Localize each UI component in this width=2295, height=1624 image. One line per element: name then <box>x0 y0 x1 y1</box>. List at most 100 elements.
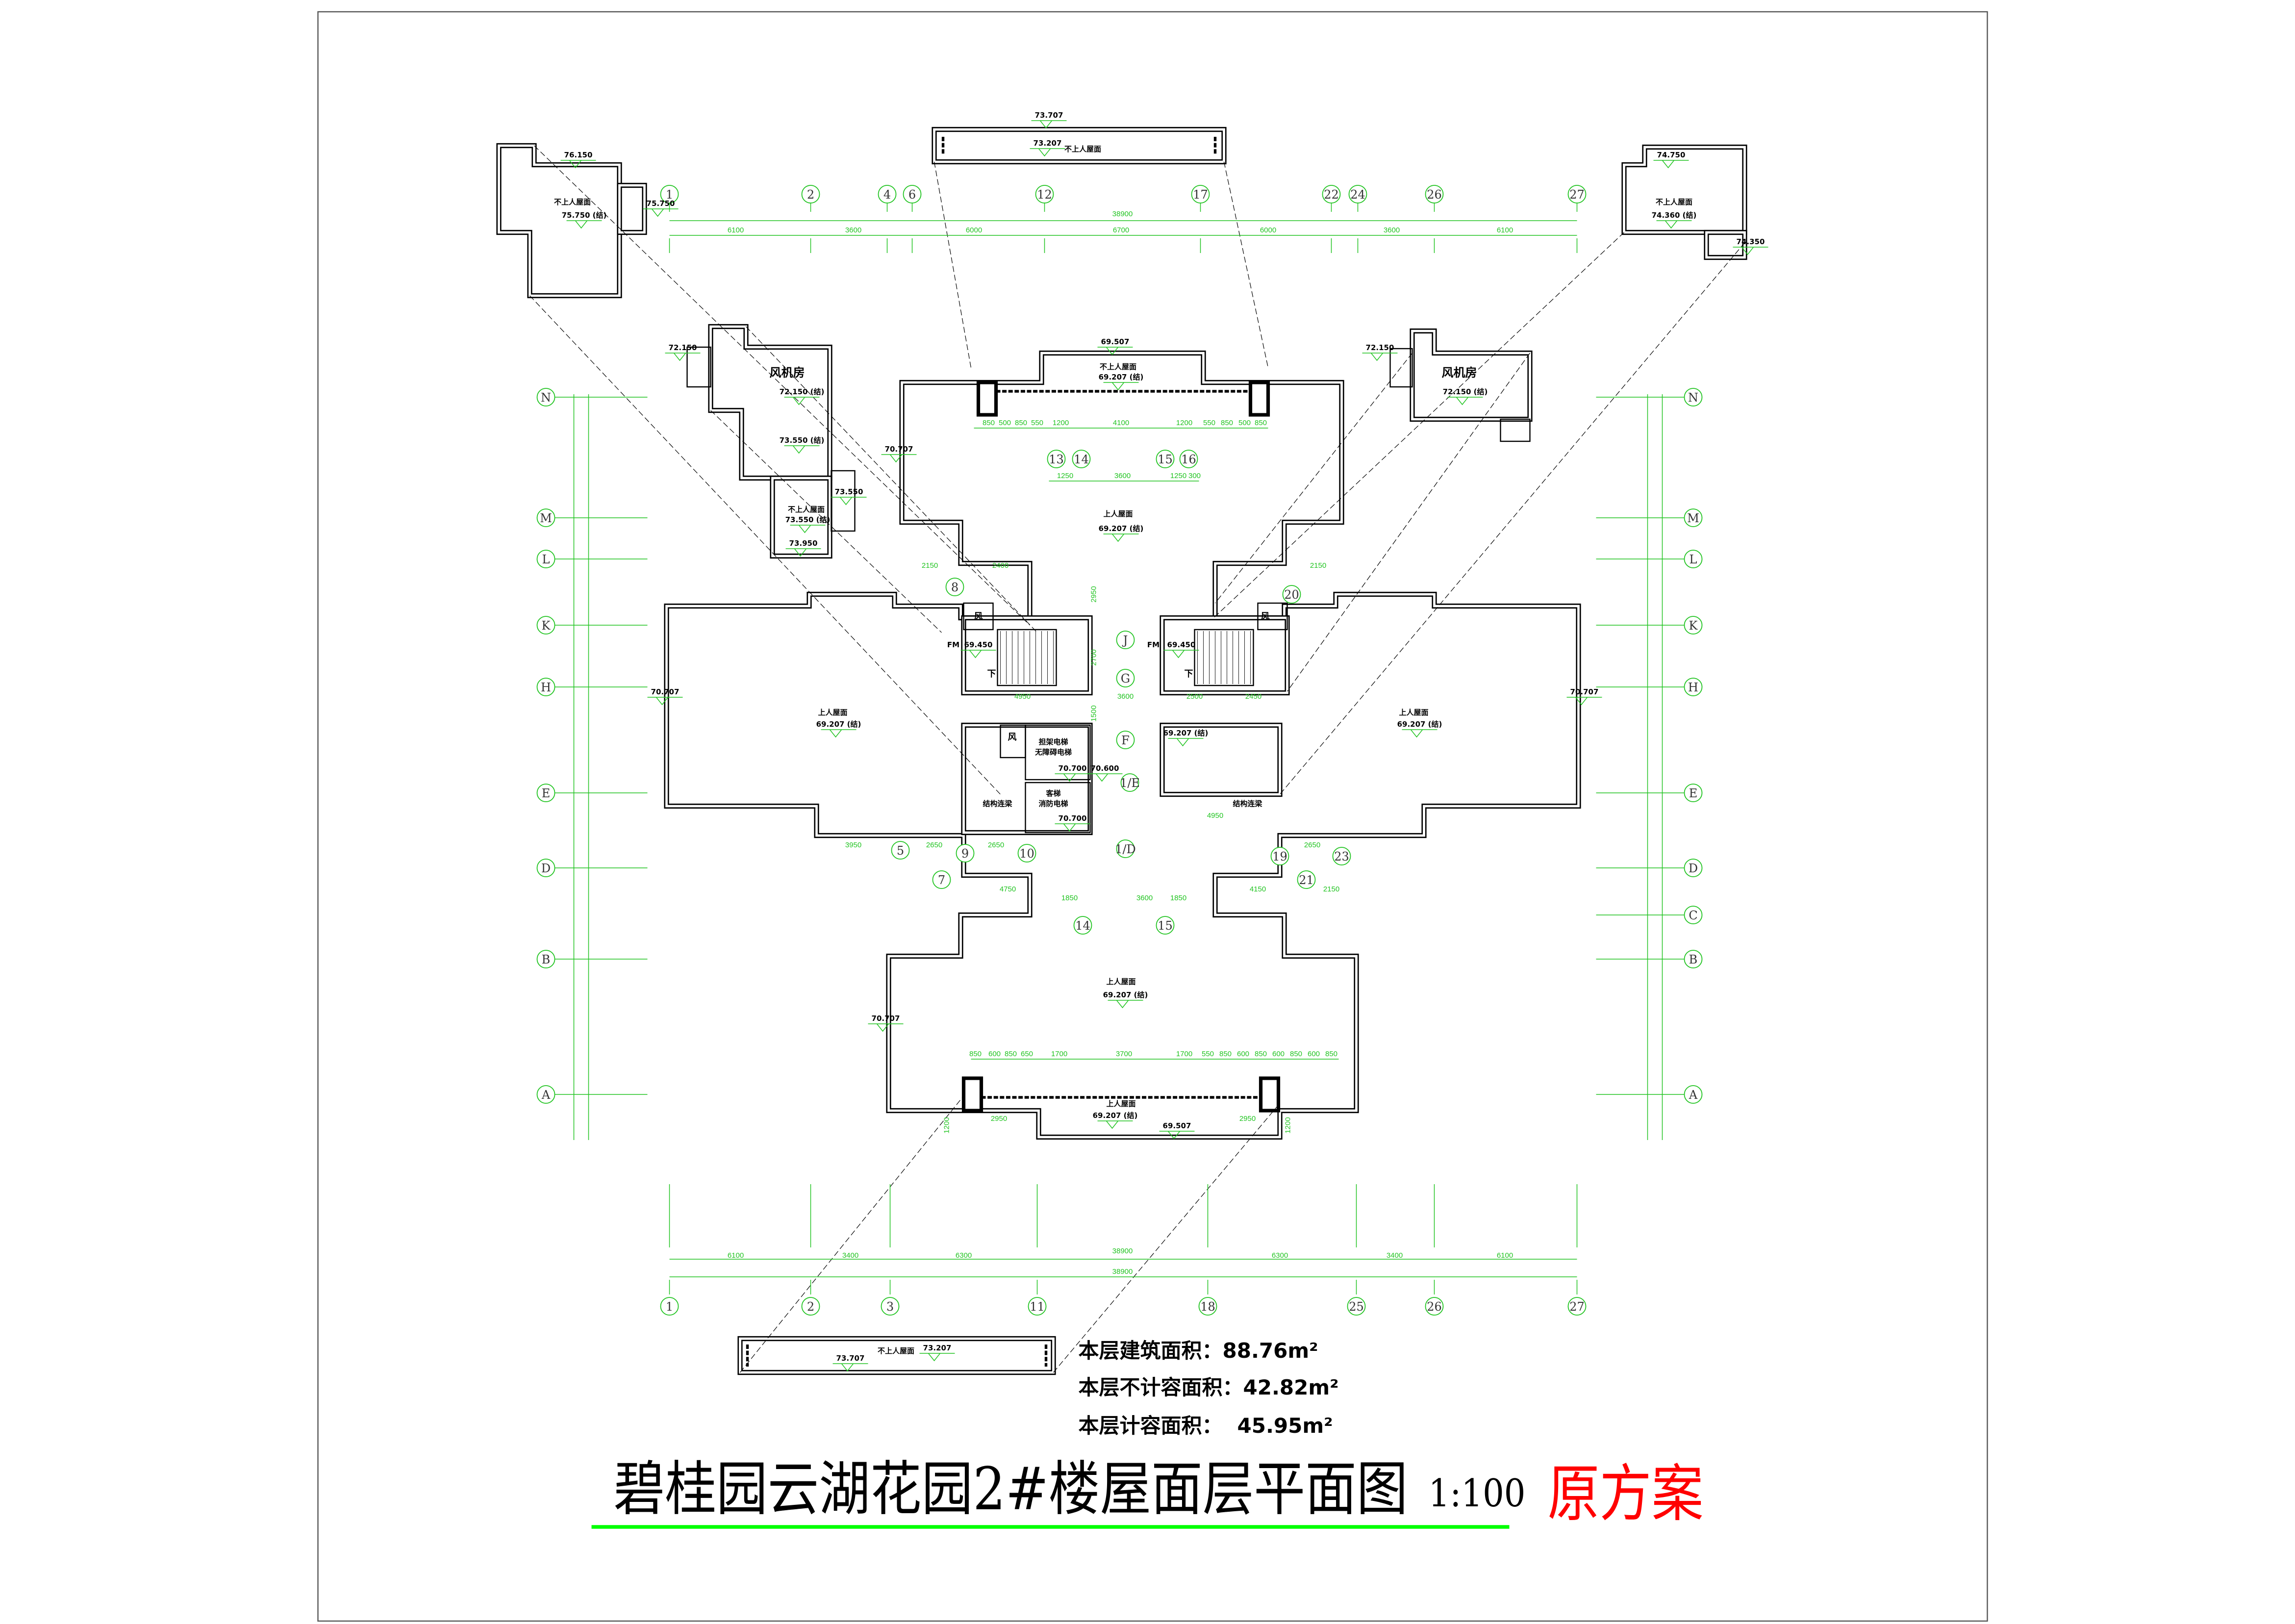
axis-top: 27 <box>1569 188 1585 202</box>
area-counted: 本层计容面积：45.95m² <box>1079 1414 1333 1438</box>
projection-line <box>710 410 942 633</box>
elevation-marker-icon <box>1108 1000 1143 1009</box>
dim-misc: 2500 <box>1186 692 1203 701</box>
dim-upper-axis: 1250 <box>1057 472 1073 480</box>
room-label: 风机房 <box>770 366 805 380</box>
axis-left-circle <box>536 859 555 877</box>
axis-bottom: 2 <box>807 1300 814 1314</box>
axis-left: L <box>542 553 550 566</box>
room-label: 风机房 <box>1442 366 1477 380</box>
dim-top-segment: 6700 <box>1113 226 1129 234</box>
axis-inner: 19 <box>1272 850 1287 863</box>
dim-top-segment: 6100 <box>1497 226 1513 234</box>
wall-outlines <box>496 127 1747 1375</box>
axis-inner: F <box>1121 734 1130 747</box>
axis-bottom: 11 <box>1030 1300 1045 1314</box>
axis-bottom-circle <box>1425 1297 1444 1316</box>
axis-top-circle <box>801 185 820 203</box>
axis-inner-circle <box>1332 847 1351 865</box>
projection-line <box>933 161 972 368</box>
axis-left-circle <box>536 388 555 406</box>
room-label: 下 <box>987 669 996 679</box>
dim-top-total: 38900 <box>1112 210 1133 218</box>
projection-line <box>1223 161 1269 368</box>
axis-inner: 21 <box>1299 873 1314 887</box>
dim-top-segment: 3600 <box>845 226 861 234</box>
axis-inner: 20 <box>1284 588 1299 602</box>
elevation-label: 69.450 <box>1167 640 1196 649</box>
dim-upper-core: 1200 <box>1176 419 1192 427</box>
room-label: 担架电梯 <box>1038 737 1068 746</box>
projection-line <box>1287 353 1530 692</box>
parapet-pier <box>1248 381 1270 417</box>
elevation-label: 69.207 (结) <box>1163 729 1209 737</box>
dim-lower-core: 600 <box>988 1050 1001 1058</box>
dim-misc: 3600 <box>1117 692 1134 701</box>
dim-bottom-segment: 6300 <box>956 1251 972 1260</box>
dim-upper-core: 850 <box>1255 419 1267 427</box>
dim-misc: 2950 <box>1090 586 1098 602</box>
elevation-label: 70.707 <box>651 687 680 696</box>
dim-bottom-segment: 6100 <box>728 1251 744 1260</box>
elevation-marker-icon <box>1163 650 1199 659</box>
axis-inner: 14 <box>1074 453 1089 466</box>
elevation-label: 69.207 (结) <box>1397 720 1442 729</box>
axis-inner-circle <box>1073 916 1092 935</box>
axis-inner-circle <box>945 578 964 596</box>
dim-misc: 1500 <box>1090 705 1098 721</box>
dim-upper-core: 850 <box>1015 419 1027 427</box>
axis-inner: J <box>1122 634 1128 647</box>
axis-right: B <box>1689 953 1698 966</box>
axis-bottom: 18 <box>1200 1300 1215 1314</box>
axis-inner: 5 <box>897 844 904 858</box>
scheme-stamp: 原方案 <box>1548 1458 1704 1530</box>
axis-top: 22 <box>1324 188 1339 202</box>
axis-left-circle <box>536 950 555 968</box>
elevation-label: 73.707 <box>1035 111 1063 120</box>
dim-misc: 2150 <box>922 561 938 570</box>
axis-top-circle <box>1322 185 1341 203</box>
axis-right-circle <box>1684 859 1703 877</box>
axis-bottom-circle <box>660 1297 679 1316</box>
parapet-pier <box>961 1076 984 1113</box>
dim-misc: 2950 <box>991 1115 1007 1123</box>
dim-upper-axis: 3600 <box>1114 472 1131 480</box>
axis-right-circle <box>1684 616 1703 634</box>
axis-left: A <box>541 1088 551 1102</box>
axis-left: K <box>542 619 551 633</box>
axis-right-circle <box>1684 550 1703 568</box>
elevation-marker-icon <box>1159 1131 1195 1140</box>
axis-right-circle <box>1684 388 1703 406</box>
elevation-marker-icon <box>1566 697 1602 706</box>
axis-top: 26 <box>1427 188 1442 202</box>
projection-line <box>1213 232 1624 618</box>
axis-inner: 14 <box>1075 919 1090 933</box>
axis-inner: 13 <box>1049 453 1064 466</box>
axis-right: A <box>1689 1088 1698 1102</box>
left-fan-small-box <box>686 346 711 388</box>
area-excluded: 本层不计容面积：42.82m² <box>1079 1375 1339 1399</box>
elevation-marker-icon <box>785 548 821 557</box>
top-left-annex <box>617 182 647 235</box>
axis-left-circle <box>536 616 555 634</box>
axis-bottom-circle <box>801 1297 820 1316</box>
left-fan-room-outline <box>708 324 832 481</box>
dim-lower-core: 1700 <box>1051 1050 1067 1058</box>
axis-inner: 1/D <box>1115 842 1136 856</box>
elevation-label: 73.550 (结) <box>785 515 831 524</box>
dim-upper-core: 4100 <box>1113 419 1129 427</box>
elevation-marker-icon <box>832 1363 868 1372</box>
dim-misc: 2150 <box>1310 561 1326 570</box>
dim-misc: 3950 <box>845 841 861 849</box>
elevation-label: 73.707 <box>836 1354 865 1363</box>
axis-inner: G <box>1121 672 1130 685</box>
axis-right-circle <box>1684 784 1703 802</box>
elevation-marker-icon <box>665 353 701 361</box>
dim-lower-core: 3700 <box>1116 1050 1132 1058</box>
room-label: 下 <box>1185 669 1193 679</box>
elevation-marker-icon <box>647 697 683 706</box>
